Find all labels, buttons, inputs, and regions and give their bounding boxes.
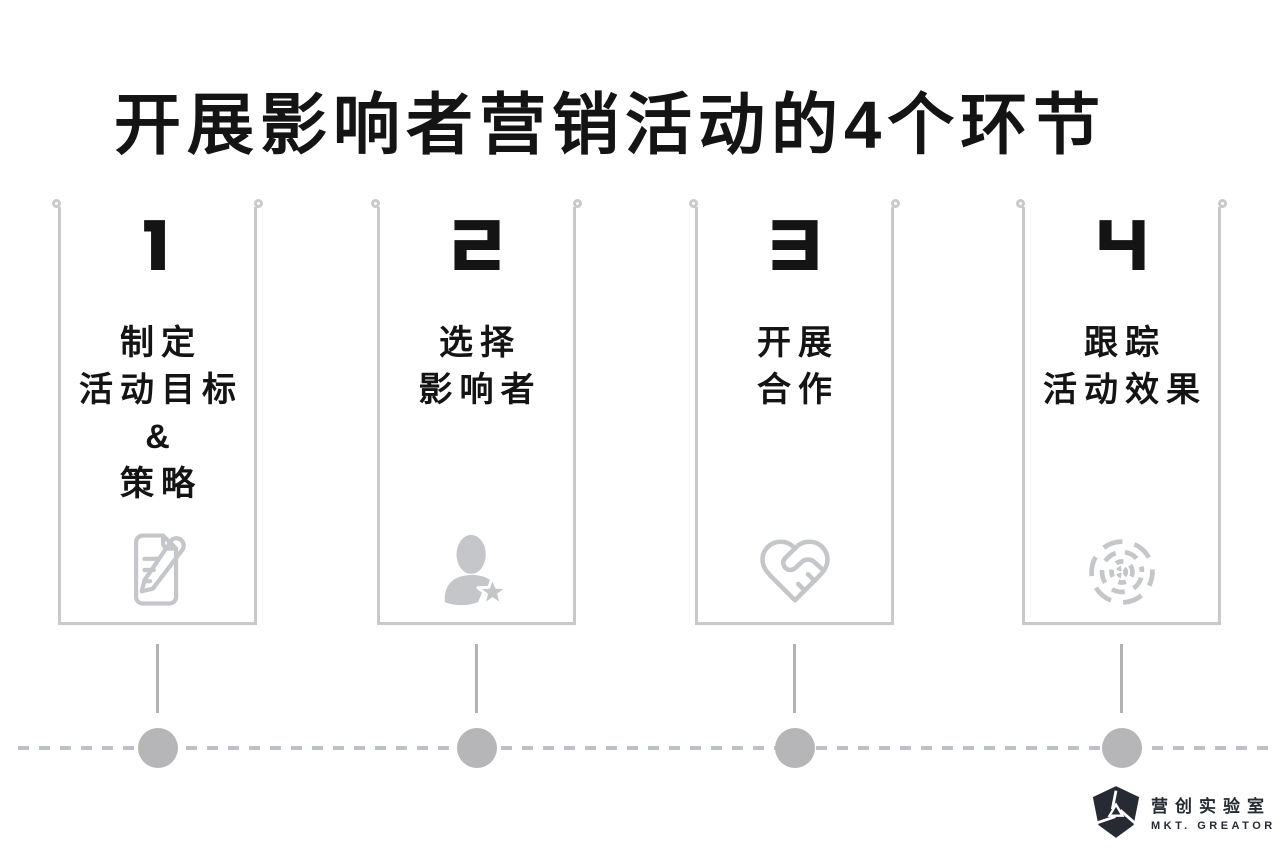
step-column-4: 跟踪活动效果 bbox=[1016, 199, 1227, 625]
step-number-digit bbox=[143, 220, 165, 270]
timeline-connector bbox=[1120, 644, 1123, 713]
pin-circle-icon bbox=[891, 199, 900, 208]
pin-circle-icon bbox=[1218, 199, 1227, 208]
step-column-3: 开展合作 bbox=[689, 199, 900, 625]
step-label: 制定活动目标&策略 bbox=[79, 324, 243, 503]
brand-text: 营创实验室 MKT. GREATOR bbox=[1151, 792, 1276, 832]
document-edit-icon bbox=[134, 533, 186, 606]
pin-circle-icon bbox=[573, 199, 582, 208]
step-label: 开展合作 bbox=[757, 324, 839, 409]
step-icon-wrap bbox=[698, 532, 891, 610]
pin-circle-icon bbox=[371, 199, 380, 208]
pin-circle-icon bbox=[1016, 199, 1025, 208]
page-title: 开展影响者营销活动的4个环节 bbox=[114, 87, 1107, 163]
step-icon-wrap bbox=[1025, 534, 1218, 610]
step-icon-wrap bbox=[61, 530, 254, 610]
brand-subtitle: MKT. GREATOR bbox=[1151, 820, 1276, 832]
step-number-digit bbox=[1098, 220, 1145, 270]
timeline-node-4 bbox=[1102, 728, 1142, 768]
target-radar-icon bbox=[1088, 539, 1155, 605]
influencer-star-icon bbox=[444, 534, 509, 607]
step-label: 选择影响者 bbox=[418, 324, 542, 409]
pin-circle-icon bbox=[254, 199, 263, 208]
step-icon-wrap bbox=[380, 532, 573, 610]
heart-handshake-icon bbox=[759, 539, 830, 603]
timeline-node-3 bbox=[775, 728, 815, 768]
timeline-node-2 bbox=[457, 728, 497, 768]
step-number-digit bbox=[771, 220, 818, 270]
timeline-connector bbox=[475, 644, 478, 713]
brand-name: 营创实验室 bbox=[1151, 797, 1271, 816]
pin-circle-icon bbox=[689, 199, 698, 208]
timeline-node-1 bbox=[138, 728, 178, 768]
timeline-connector bbox=[793, 644, 796, 713]
step-column-1: 制定活动目标&策略 bbox=[52, 199, 263, 625]
pin-circle-icon bbox=[52, 199, 61, 208]
step-number bbox=[1025, 213, 1218, 270]
timeline-dashed-line bbox=[18, 746, 1276, 750]
brand-logo: 营创实验室 MKT. GREATOR bbox=[1091, 785, 1276, 839]
step-number bbox=[61, 213, 254, 270]
step-number bbox=[380, 213, 573, 270]
step-label: 跟踪活动效果 bbox=[1043, 324, 1207, 409]
step-number-digit bbox=[453, 220, 500, 270]
timeline-connector bbox=[156, 644, 159, 713]
step-column-2: 选择影响者 bbox=[371, 199, 582, 625]
aperture-shield-logo-icon bbox=[1092, 786, 1140, 838]
step-number bbox=[698, 213, 891, 270]
